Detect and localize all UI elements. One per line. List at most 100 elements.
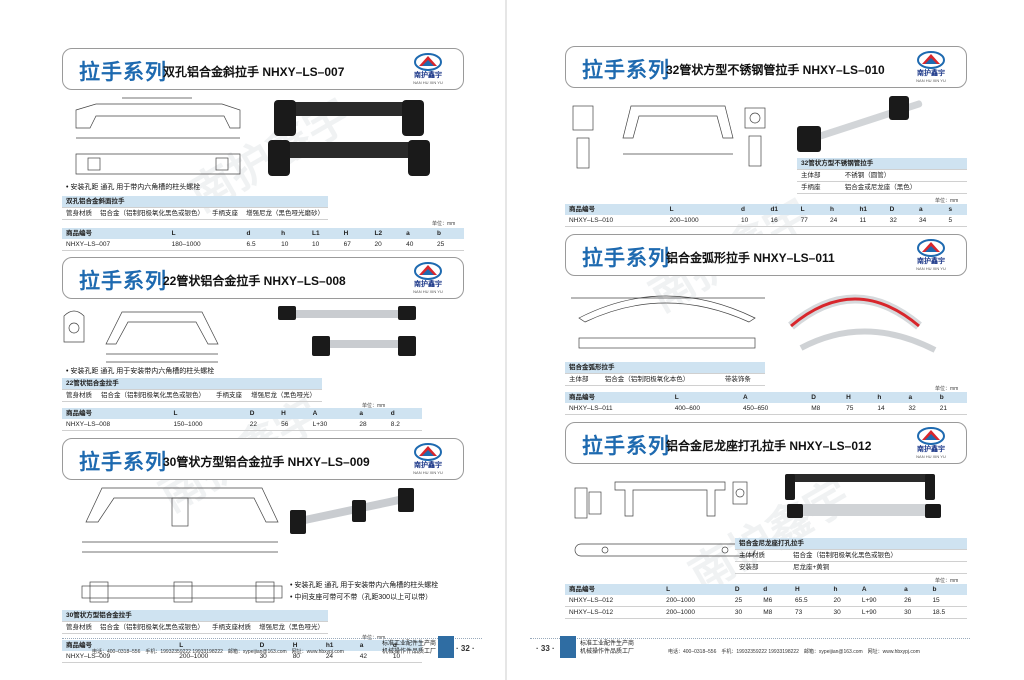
product-title: 30管状方型铝合金拉手 NHXY–LS–009 (163, 455, 370, 469)
spec-cell: 手柄支座 (208, 207, 242, 220)
logo-icon (917, 51, 945, 69)
company-line: 机械操作件品质工厂 (580, 649, 635, 655)
unit-label: 单位：mm (935, 198, 959, 204)
spec-table-009: 30管状方型铝合金拉手 管身材质 铝合金（铝制阳极氧化黑色或银色） 手柄支座材质… (62, 610, 328, 634)
dimension-table-008: 商品编号 L D H A a d NHXY–LS–008 150–1000 22… (62, 408, 422, 431)
footer-divider (530, 638, 970, 639)
dimension-table-012: 商品编号 L D d H h A a b NHXY–LS–012 200–100… (565, 584, 967, 619)
spec-cell: 手柄支座材质 (208, 621, 255, 634)
series-label: 拉手系列 (79, 61, 167, 84)
col-header: h (277, 228, 308, 239)
series-label: 拉手系列 (582, 59, 670, 82)
col-header: H (842, 392, 874, 403)
spec-table-012: 铝合金尼龙座打孔拉手 主体材质 铝合金（铝制阳极氧化黑色或银色） 安装部 尼龙座… (735, 538, 967, 574)
table-row: NHXY–LS–008 150–1000 22 56 L+30 28 8.2 (62, 419, 422, 431)
handle-drawing-012 (574, 474, 941, 557)
series-label: 拉手系列 (582, 435, 670, 458)
table-row: NHXY–LS–011 400–600 450–650 M8 75 14 32 … (565, 403, 967, 415)
table-cell: NHXY–LS–012 (565, 595, 663, 607)
table-cell: 15 (928, 595, 967, 607)
table-row: NHXY–LS–012 200–1000 30 M8 73 30 L+90 30… (565, 606, 967, 619)
col-header: A (738, 392, 808, 403)
table-cell: L+30 (308, 419, 356, 431)
col-header: h1 (855, 204, 886, 215)
table-cell: 5 (944, 215, 967, 227)
logo-name: 南护鑫宇 (414, 281, 442, 288)
spec-head: 铝合金弧形拉手 (565, 362, 765, 374)
table-cell: 25 (730, 595, 760, 607)
handle-drawing-010 (572, 96, 923, 169)
col-header: d (737, 204, 767, 215)
logo-name: 南护鑫宇 (917, 70, 945, 77)
product-title: 铝合金尼龙座打孔拉手 NHXY–LS–012 (666, 439, 872, 453)
logo-icon (414, 262, 442, 280)
col-header: L (175, 640, 256, 651)
col-header: L (167, 228, 243, 239)
spec-cell: 铝合金（铝制阳极氧化黑色或银色） (96, 389, 213, 402)
brand-logo: 南护鑫宇 NAN HU XIN YU (403, 52, 453, 88)
logo-subtitle: NAN HU XIN YU (916, 78, 946, 83)
col-header: 商品编号 (565, 584, 663, 595)
section-banner-011: 拉手系列 铝合金弧形拉手 NHXY–LS–011 南护鑫宇 NAN HU XIN… (565, 234, 967, 276)
logo-icon (917, 239, 945, 257)
brand-logo: 南护鑫宇 NAN HU XIN YU (906, 426, 956, 462)
col-header: H (790, 584, 830, 595)
handle-drawing-011 (571, 294, 937, 353)
table-cell: 56 (277, 419, 309, 431)
spec-cell: 带装饰条 (720, 373, 765, 386)
company-line: 标准工业配件生产商 (580, 641, 635, 647)
table-row: NHXY–LS–007 180–1000 6.5 10 10 67 20 40 … (62, 239, 464, 251)
table-cell: 77 (796, 215, 827, 227)
table-cell: 34 (915, 215, 945, 227)
product-title: 双孔铝合金斜拉手 NHXY–LS–007 (163, 65, 345, 79)
col-header: b (433, 228, 464, 239)
table-cell: M8 (759, 606, 791, 619)
install-note: • 安装孔距 通孔 用于带内六角槽的柱头螺栓 (66, 184, 201, 191)
col-header: 商品编号 (62, 228, 168, 239)
col-header: b (935, 392, 967, 403)
spec-head: 22管状铝合金拉手 (62, 378, 322, 390)
unit-label: 单位：mm (935, 386, 959, 392)
spec-cell: 安装部 (735, 561, 790, 574)
table-cell: 18.5 (928, 606, 967, 619)
product-title: 铝合金弧形拉手 NHXY–LS–011 (666, 251, 835, 265)
product-title: 22管状铝合金拉手 NHXY–LS–008 (163, 274, 346, 288)
col-header: d (242, 228, 278, 239)
product-title: 32管状方型不锈钢管拉手 NHXY–LS–010 (666, 63, 885, 77)
col-header: d (388, 640, 422, 651)
table-cell: 75 (842, 403, 874, 415)
brand-logo: 南护鑫宇 NAN HU XIN YU (906, 50, 956, 86)
table-cell: M8 (807, 403, 843, 415)
col-header: a (915, 204, 945, 215)
table-cell: NHXY–LS–008 (62, 419, 170, 431)
col-header: 商品编号 (62, 408, 170, 419)
logo-name: 南护鑫宇 (414, 462, 442, 469)
table-cell: 6.5 (242, 239, 278, 251)
spec-cell: 管身材质 (62, 621, 96, 634)
table-cell: 73 (790, 606, 830, 619)
install-note: • 安装孔距 通孔 用于安装带内六角槽的柱头螺栓 (290, 582, 439, 589)
spec-cell: 管身材质 (62, 207, 96, 220)
table-cell: 30 (829, 606, 858, 619)
logo-subtitle: NAN HU XIN YU (916, 454, 946, 459)
spec-cell: 管身材质 (62, 389, 97, 402)
spec-cell: 铝合金或尼龙座（黑色） (840, 181, 967, 194)
table-cell: 40 (402, 239, 434, 251)
table-cell: L+90 (857, 595, 901, 607)
table-cell: 25 (433, 239, 464, 251)
table-cell: 10 (308, 239, 340, 251)
table-cell: 28 (355, 419, 387, 431)
spec-cell: 主体材质 (735, 549, 790, 562)
col-header: 商品编号 (565, 392, 671, 403)
spec-cell: 主体部 (565, 373, 601, 386)
table-cell: 200–1000 (175, 651, 256, 663)
brand-logo: 南护鑫宇 NAN HU XIN YU (403, 442, 453, 478)
table-cell: 30 (255, 651, 289, 663)
unit-label: 单位：mm (935, 578, 959, 584)
page-number: · 32 · (456, 644, 475, 653)
logo-icon (414, 53, 442, 71)
col-header: s (944, 204, 967, 215)
page-number: · 33 · (536, 644, 555, 653)
table-cell: 180–1000 (167, 239, 243, 251)
footer-company: 标准工业配件生产商 机械操作件品质工厂 (580, 640, 634, 656)
